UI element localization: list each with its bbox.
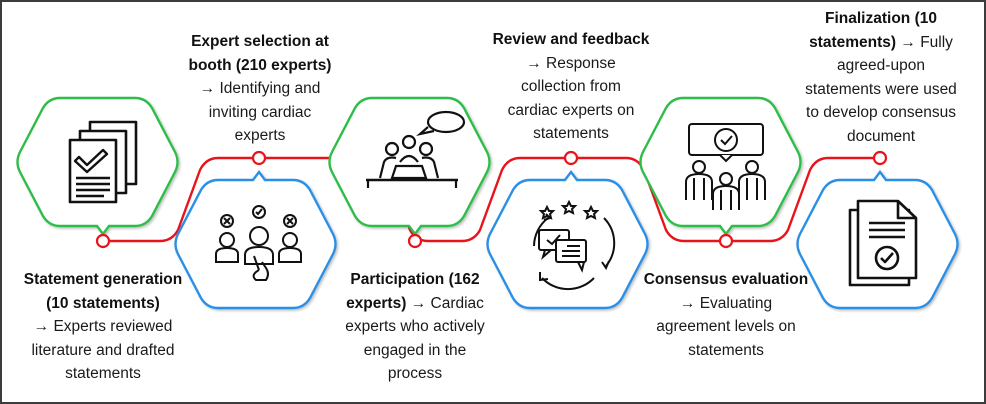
- team-consensus-icon: [685, 123, 766, 210]
- expert-selection-icon: [215, 205, 302, 281]
- arrow-icon: →: [900, 33, 916, 51]
- step-4-desc-line-1: Response: [546, 54, 616, 72]
- step-3-title-line-1: Participation (162: [350, 271, 480, 288]
- step-2-desc-line-3: experts: [234, 127, 286, 144]
- step-2-desc-line-2: inviting cardiac: [208, 103, 312, 121]
- step-5-title-line-1: Consensus evaluation: [643, 271, 809, 288]
- node-step-3: [407, 233, 423, 249]
- step-4-title-line-1: Review and feedback: [492, 31, 650, 48]
- step-6-desc-line-3: statements were used: [805, 80, 957, 98]
- step-5-desc-line-3: statements: [688, 341, 764, 359]
- step-3-desc-line-2: experts who actively: [345, 318, 485, 335]
- step-1-desc-line-3: statements: [65, 365, 141, 382]
- step-1-desc-line-2: literature and drafted: [31, 341, 175, 359]
- node-step-1: [95, 233, 111, 249]
- hexagon-step-2: [174, 170, 337, 310]
- step-6-title-line-1: Finalization (10: [825, 10, 937, 27]
- approved-document-icon: [848, 199, 918, 287]
- step-3-label: Participation (162 experts) → Cardiac ex…: [320, 268, 510, 386]
- step-2-title-line-2: booth (210 experts): [188, 56, 332, 74]
- step-4-label: Review and feedback → Response collectio…: [476, 28, 666, 146]
- step-1-label: Statement generation (10 statements) → E…: [8, 268, 198, 386]
- hexagon-step-5: [639, 96, 802, 236]
- node-step-2: [251, 150, 267, 166]
- step-5-desc-line-1: Evaluating: [699, 294, 773, 312]
- connector-line: [108, 156, 874, 243]
- arrow-icon: →: [33, 318, 50, 335]
- step-1-desc-line-1: Experts reviewed: [53, 318, 173, 335]
- step-3-desc-line-3: engaged in the: [363, 341, 467, 359]
- step-2-title-line-1: Expert selection at: [191, 33, 329, 50]
- step-6-title-line-2: statements): [809, 33, 897, 51]
- step-6-desc-line-2: agreed-upon: [837, 57, 925, 74]
- step-3-desc-line-4: process: [387, 365, 443, 382]
- step-4-desc-line-4: statements: [533, 125, 609, 142]
- step-4-desc-line-2: collection from: [521, 78, 621, 95]
- step-3-desc-line-1: Cardiac: [430, 294, 484, 312]
- feedback-chat-icon: [533, 199, 616, 291]
- document-checklist-icon: [68, 120, 138, 204]
- arrow-icon: →: [679, 294, 696, 312]
- step-2-desc-line-1: Identifying and: [219, 80, 321, 97]
- arrow-icon: →: [199, 80, 216, 97]
- step-4-desc-line-3: cardiac experts on: [507, 101, 635, 119]
- step-6-label: Finalization (10 statements) → Fully agr…: [786, 7, 976, 148]
- step-2-label: Expert selection at booth (210 experts) …: [165, 30, 355, 148]
- step-5-desc-line-2: agreement levels on: [656, 318, 796, 335]
- step-1-title-line-1: Statement generation: [23, 271, 183, 288]
- step-6-desc-line-1: Fully: [920, 33, 953, 51]
- step-5-label: Consensus evaluation → Evaluating agreem…: [631, 268, 821, 362]
- arrow-icon: →: [526, 54, 542, 72]
- node-step-6: [872, 150, 888, 166]
- group-discussion-icon: [366, 110, 466, 188]
- step-1-title-line-2: (10 statements): [46, 294, 160, 312]
- step-3-title-line-2: experts): [346, 294, 407, 312]
- step-6-desc-line-4: to develop consensus: [806, 104, 956, 121]
- node-step-4: [563, 150, 579, 166]
- arrow-icon: →: [410, 294, 427, 312]
- step-6-desc-line-5: document: [846, 127, 916, 145]
- node-step-5: [718, 233, 734, 249]
